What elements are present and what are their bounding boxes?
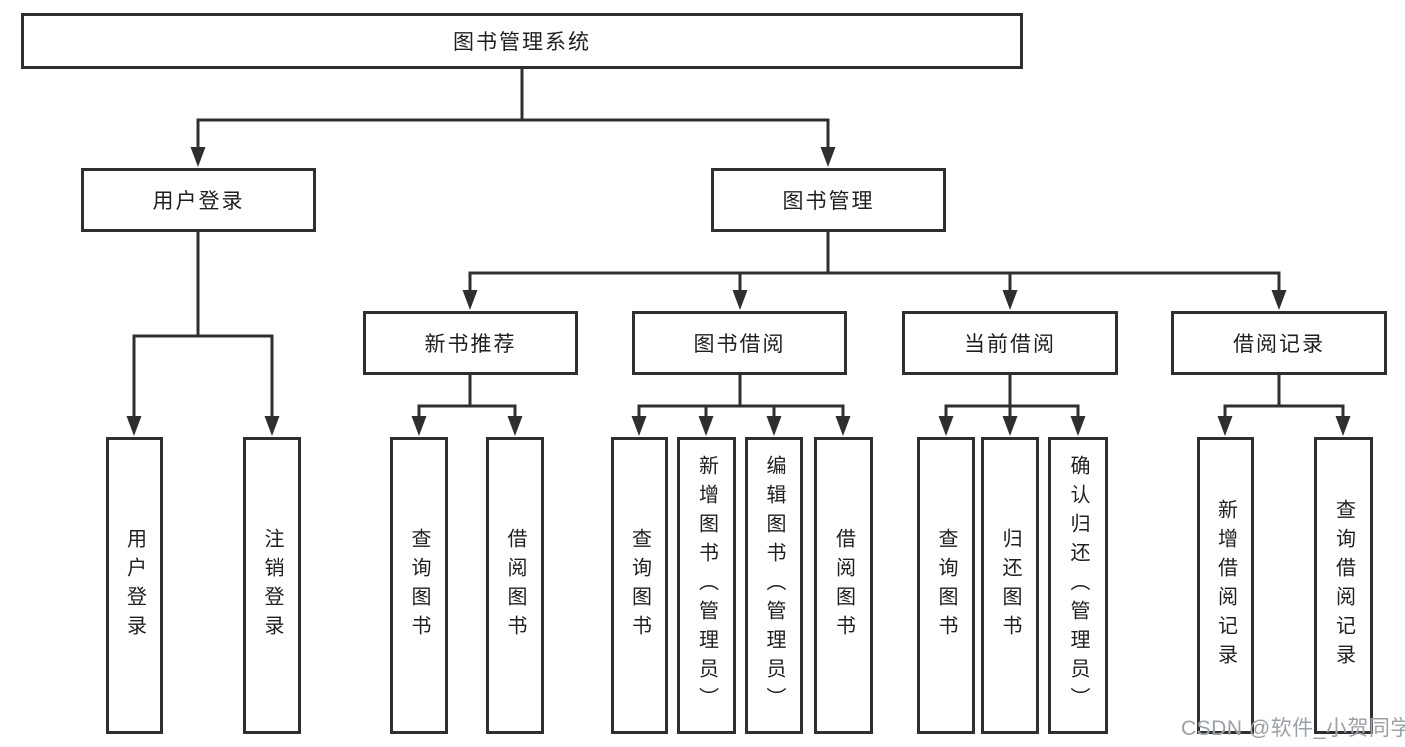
node-new-book-recommend-label: 新书推荐 xyxy=(424,333,517,356)
node-book-borrowing: 图书借阅 xyxy=(632,311,847,375)
node-new-book-recommend: 新书推荐 xyxy=(363,311,578,375)
leaf-logout-label: 注销登录 xyxy=(261,527,283,644)
leaf-bb-query-books-label: 查询图书 xyxy=(628,527,651,644)
node-current-borrowing-label: 当前借阅 xyxy=(964,333,1056,356)
leaf-bb-borrow-books-label: 借阅图书 xyxy=(832,527,855,644)
node-root-label: 图书管理系统 xyxy=(453,31,591,54)
node-current-borrowing: 当前借阅 xyxy=(902,311,1118,375)
leaf-nbr-borrow-books-label: 借阅图书 xyxy=(504,527,526,644)
leaf-cb-query-books: 查询图书 xyxy=(917,437,975,734)
node-user-login: 用户登录 xyxy=(81,168,316,232)
leaf-cb-confirm-return-admin-label: 确认归还（管理员） xyxy=(1067,455,1089,716)
node-root: 图书管理系统 xyxy=(21,13,1023,69)
leaf-bb-edit-books-admin: 编辑图书（管理员） xyxy=(745,437,803,734)
leaf-br-query-record-label: 查询借阅记录 xyxy=(1332,498,1355,673)
leaf-bb-add-books-admin-label: 新增图书（管理员） xyxy=(695,455,718,716)
leaf-cb-return-books: 归还图书 xyxy=(981,437,1039,734)
leaf-bb-borrow-books: 借阅图书 xyxy=(814,437,873,734)
leaf-user-login-label: 用户登录 xyxy=(123,527,146,644)
leaf-cb-query-books-label: 查询图书 xyxy=(935,527,957,644)
leaf-user-login: 用户登录 xyxy=(106,437,163,734)
leaf-br-add-record-label: 新增借阅记录 xyxy=(1214,498,1237,673)
node-book-borrowing-label: 图书借阅 xyxy=(693,333,786,356)
csdn-watermark: CSDN @软件_小贺同学 xyxy=(1181,717,1405,740)
leaf-cb-return-books-label: 归还图书 xyxy=(999,527,1021,644)
leaf-bb-query-books: 查询图书 xyxy=(611,437,668,734)
leaf-nbr-query-books-label: 查询图书 xyxy=(408,527,430,644)
node-book-management-label: 图书管理 xyxy=(782,190,875,213)
leaf-bb-add-books-admin: 新增图书（管理员） xyxy=(677,437,736,734)
leaf-br-query-record: 查询借阅记录 xyxy=(1314,437,1373,734)
leaf-br-add-record: 新增借阅记录 xyxy=(1197,437,1254,734)
node-borrowing-records-label: 借阅记录 xyxy=(1233,333,1325,356)
leaf-nbr-borrow-books: 借阅图书 xyxy=(486,437,544,734)
node-borrowing-records: 借阅记录 xyxy=(1171,311,1387,375)
node-user-login-label: 用户登录 xyxy=(152,190,245,213)
leaf-nbr-query-books: 查询图书 xyxy=(390,437,448,734)
leaf-bb-edit-books-admin-label: 编辑图书（管理员） xyxy=(763,455,785,716)
leaf-cb-confirm-return-admin: 确认归还（管理员） xyxy=(1048,437,1108,734)
leaf-logout: 注销登录 xyxy=(243,437,301,734)
node-book-management: 图书管理 xyxy=(711,168,946,232)
